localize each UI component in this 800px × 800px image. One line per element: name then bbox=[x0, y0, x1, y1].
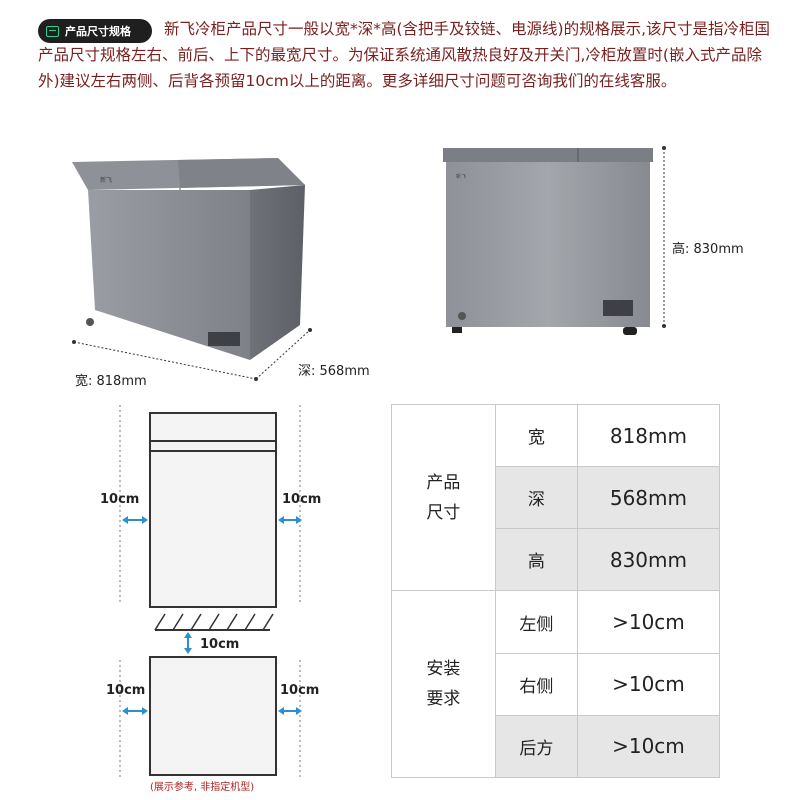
row-name: 深 bbox=[494, 466, 578, 530]
intro-text: 新飞冷柜产品尺寸一般以宽*深*高(含把手及铰链、电源线)的规格展示,该尺寸是指冷… bbox=[38, 20, 771, 90]
row-name: 高 bbox=[494, 528, 578, 592]
table-row: 安装 要求 左侧 >10cm bbox=[391, 590, 721, 778]
front-clearance-diagram bbox=[119, 405, 302, 608]
row-name: 后方 bbox=[494, 714, 578, 779]
freezer-perspective-image: 新飞 bbox=[72, 158, 312, 381]
freezer-front-image: 新飞 bbox=[443, 146, 666, 335]
row-value: >10cm bbox=[576, 714, 721, 779]
section-badge: 产品尺寸规格 bbox=[38, 19, 152, 43]
badge-label: 产品尺寸规格 bbox=[65, 25, 131, 38]
group-label-size: 产品 尺寸 bbox=[391, 403, 496, 592]
group-label-install: 安装 要求 bbox=[391, 590, 496, 778]
spec-icon bbox=[46, 25, 59, 37]
table-row: 产品 尺寸 宽 818mm bbox=[391, 403, 721, 592]
row-value: 830mm bbox=[576, 528, 721, 592]
top-clearance-diagram bbox=[119, 613, 302, 780]
depth-dimension-label: 深: 568mm bbox=[298, 364, 370, 379]
table-row: 右侧 >10cm bbox=[392, 652, 721, 716]
front-left-clearance-label: 10cm bbox=[100, 492, 140, 507]
top-back-clearance-label: 10cm bbox=[200, 637, 240, 652]
row-name: 左侧 bbox=[494, 590, 578, 654]
reference-note: (展示参考, 非指定机型) bbox=[150, 782, 255, 793]
svg-text:新飞: 新飞 bbox=[100, 176, 112, 184]
row-value: 568mm bbox=[576, 466, 721, 530]
top-left-clearance-label: 10cm bbox=[106, 683, 146, 698]
row-name: 右侧 bbox=[494, 652, 578, 716]
top-right-clearance-label: 10cm bbox=[280, 683, 320, 698]
row-name: 宽 bbox=[494, 403, 578, 468]
table-row: 后方 >10cm bbox=[392, 714, 721, 779]
width-dimension-label: 宽: 818mm bbox=[75, 374, 147, 389]
svg-text:新飞: 新飞 bbox=[456, 173, 466, 180]
row-value: >10cm bbox=[576, 590, 721, 654]
table-row: 深 568mm bbox=[392, 466, 721, 530]
spec-table: 产品 尺寸 宽 818mm 深 568mm 高 830mm 安装 要求 左侧 >… bbox=[391, 403, 721, 779]
row-value: 818mm bbox=[576, 403, 721, 468]
table-row: 高 830mm bbox=[392, 528, 721, 592]
row-value: >10cm bbox=[576, 652, 721, 716]
height-dimension-label: 高: 830mm bbox=[672, 242, 744, 257]
front-right-clearance-label: 10cm bbox=[282, 492, 322, 507]
